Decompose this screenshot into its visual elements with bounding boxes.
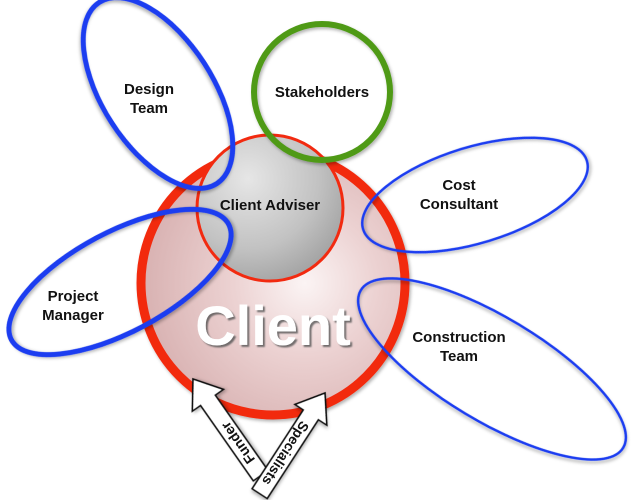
design-team-label-line1: Design [124,81,174,98]
client-adviser-node: Client Adviser [195,133,345,283]
cost-consultant-node: Cost Consultant [360,136,590,254]
cost-consultant-label-line1: Cost [442,177,475,194]
project-manager-label-line2: Manager [42,307,104,324]
specialists-label: Specialists [259,418,312,488]
stakeholders-circle [251,21,393,163]
construction-team-label-line1: Construction [412,329,505,346]
stakeholders-label: Stakeholders [275,84,369,101]
construction-team-ellipse [356,277,628,461]
stakeholders-node: Stakeholders [251,21,393,163]
cost-consultant-ellipse [360,136,590,254]
construction-team-label-line2: Team [440,348,478,365]
design-team-label-line2: Team [130,100,168,117]
project-manager-label-line1: Project [48,288,99,305]
construction-team-node: Construction Team [356,277,628,461]
design-team-node: Design Team [80,0,236,191]
project-manager-node: Project Manager [6,206,234,358]
client-label: Client [195,294,351,357]
project-manager-ellipse [6,206,234,358]
design-team-ellipse [80,0,236,191]
client-adviser-label: Client Adviser [220,197,320,214]
cost-consultant-label-line2: Consultant [420,196,498,213]
specialists-arrow-shape [250,391,328,500]
